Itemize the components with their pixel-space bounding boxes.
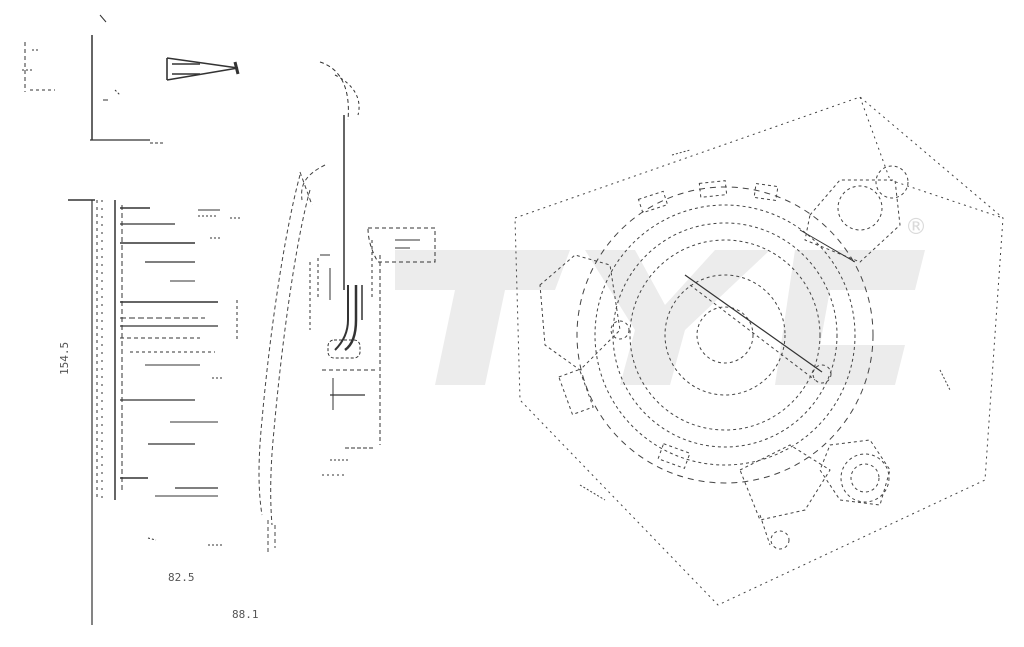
side-elevation-view	[68, 199, 240, 625]
plan-view	[514, 96, 1004, 606]
width-dimension-label-2: 88.1	[232, 608, 259, 621]
arrow-symbol	[166, 57, 240, 81]
height-dimension-label: 154.5	[58, 342, 71, 375]
registered-mark: ®	[905, 215, 927, 240]
curved-profile	[258, 164, 326, 552]
tyc-watermark-logo	[395, 250, 925, 385]
width-dimension-label-1: 82.5	[168, 571, 195, 584]
top-left-detail	[22, 14, 165, 144]
connector-view	[309, 61, 436, 476]
